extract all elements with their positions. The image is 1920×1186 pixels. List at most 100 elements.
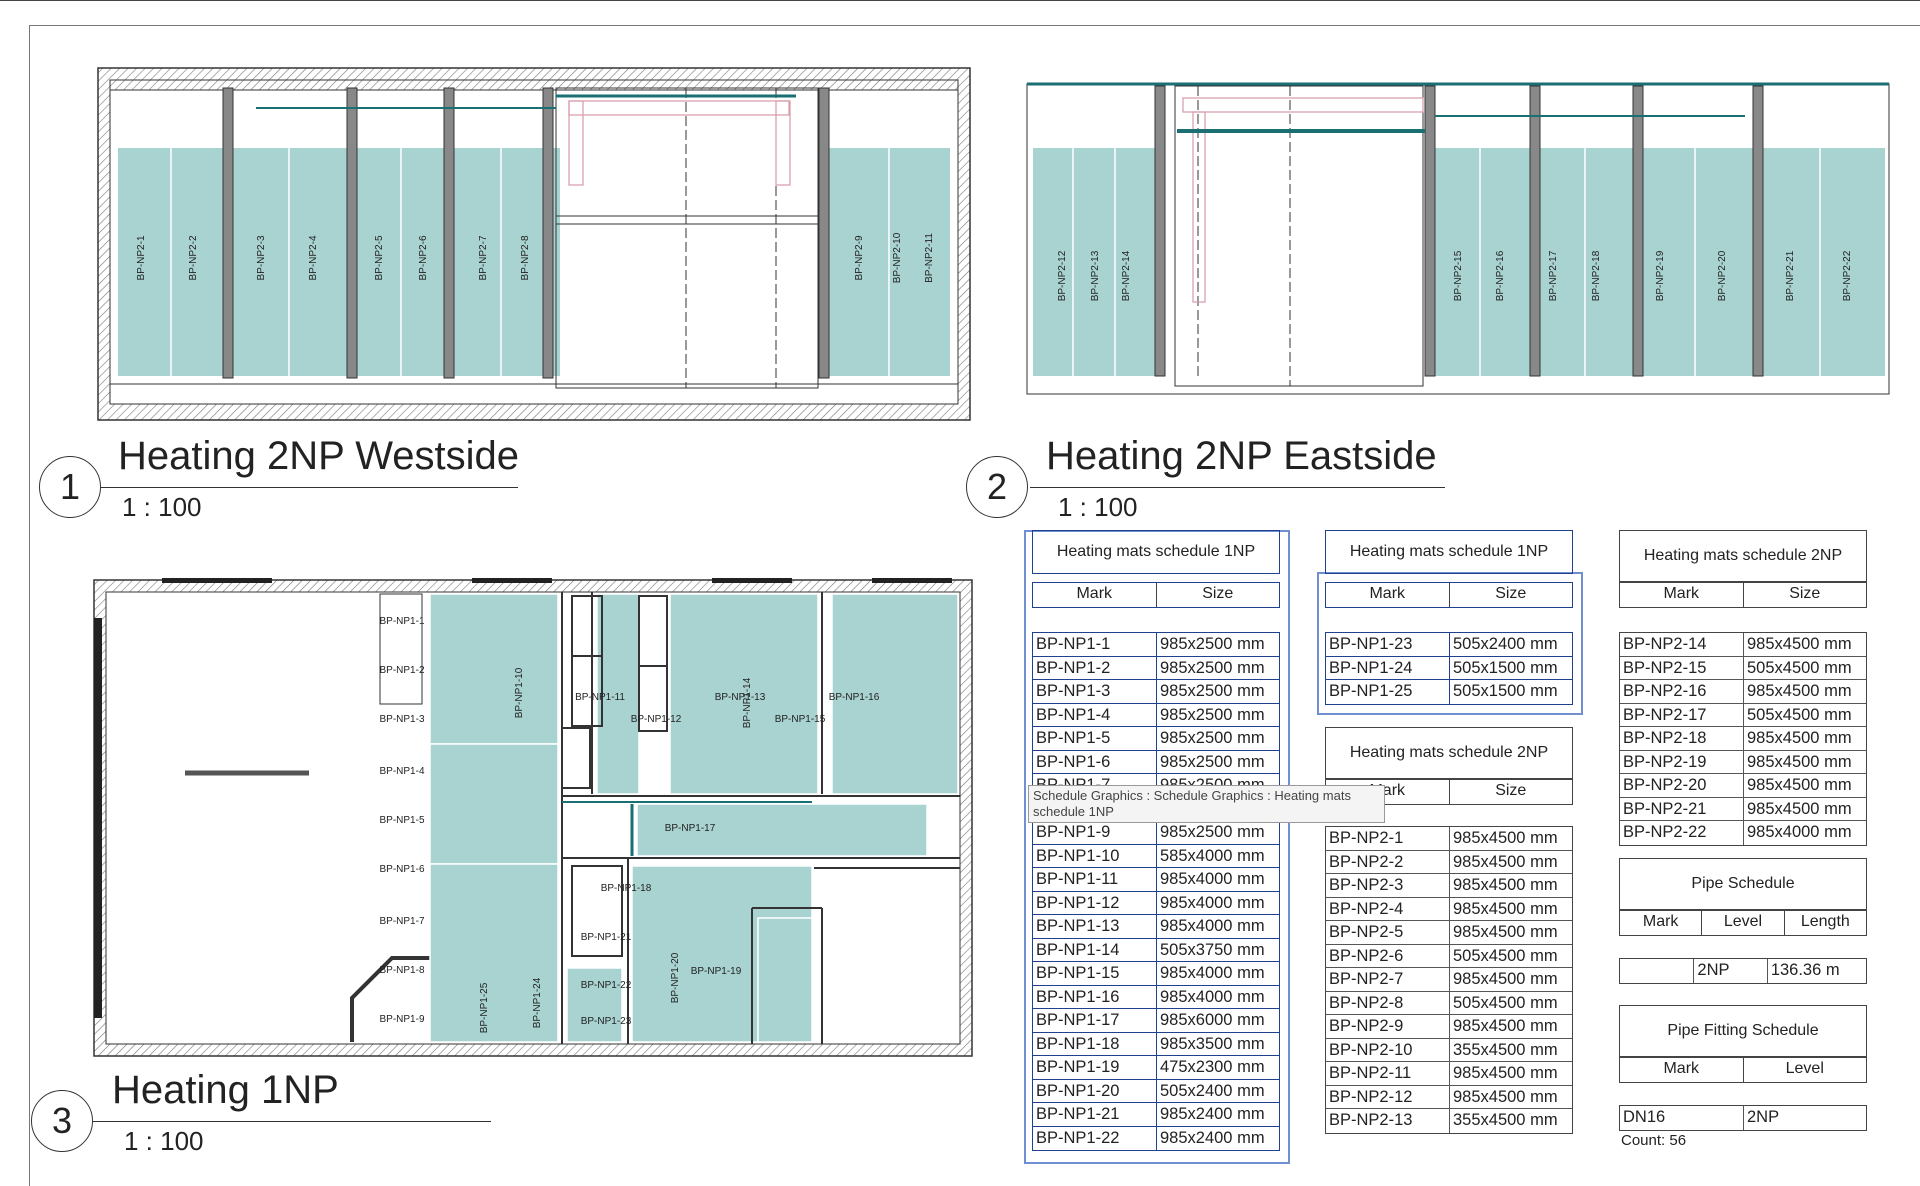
schedule-row[interactable]: BP-NP1-12 985x4000 mm [1033,891,1279,915]
schedule-cell: BP-NP1-5 [1036,729,1111,747]
schedule-cell: 985x2500 mm [1156,633,1279,656]
heating-mats[interactable] [429,593,959,1043]
schedule-cell: BP-NP2-13 [1329,1111,1413,1129]
mat-label: BP-NP2-22 [1842,250,1853,301]
schedule-row[interactable]: BP-NP2-9 985x4500 mm [1326,1015,1572,1039]
title-underline [100,487,518,488]
schedule-cell: 985x2500 mm [1156,680,1279,703]
mat-label: BP-NP2-1 [136,235,147,280]
mat-label: BP-NP2-12 [1057,250,1068,301]
schedule-cell: BP-NP2-9 [1329,1017,1404,1035]
heating-mat-area[interactable] [1430,148,1885,376]
schedule-cell: BP-NP1-20 [1036,1081,1120,1100]
heating-mat-area[interactable] [1033,148,1163,376]
schedule-cell: 505x4500 mm [1449,991,1572,1014]
schedule-cell: 985x2500 mm [1156,703,1279,726]
stair-area [555,87,819,389]
schedule-cell: BP-NP1-25 [1329,682,1413,700]
view-title-1np[interactable]: Heating 1NP [112,1068,339,1112]
schedule-cell: 985x4500 mm [1449,921,1572,944]
schedule-row[interactable]: BP-NP1-13 985x4000 mm [1033,915,1279,939]
mat-label: BP-NP2-11 [924,233,935,283]
view-title-westside[interactable]: Heating 2NP Westside [118,434,519,478]
mat-label: BP-NP2-5 [374,235,385,280]
schedule-cell: 985x4500 mm [1449,1062,1572,1085]
mat-label: BP-NP1-9 [379,1014,424,1025]
walls-interior [561,592,960,1044]
schedule-cell: BP-NP1-16 [1036,987,1120,1006]
schedule-cell: 985x4000 mm [1156,891,1279,914]
mat-label: BP-NP1-10 [514,667,525,718]
schedule-cell: BP-NP2-7 [1329,970,1404,988]
schedule-cell: BP-NP1-6 [1036,752,1111,771]
schedule-cell: 985x2500 mm [1156,727,1279,750]
schedule-cell: BP-NP1-15 [1036,964,1120,982]
schedule-row[interactable]: BP-NP1-5 985x2500 mm [1033,727,1279,751]
mat-label: BP-NP2-15 [1453,250,1464,301]
schedule-cell: BP-NP1-12 [1036,893,1120,912]
schedule-title: Heating mats schedule 1NP [1325,530,1573,574]
schedule-cell: 136.36 m [1766,959,1866,983]
mat-label: BP-NP1-21 [581,932,632,943]
schedule-title: Heating mats schedule 1NP [1032,530,1280,574]
mat-label: BP-NP1-22 [581,980,632,991]
schedule-cell: 985x4000 mm [1156,915,1279,938]
view-1np[interactable]: BP-NP1-1BP-NP1-2BP-NP1-3BP-NP1-4BP-NP1-5… [92,578,976,1060]
schedule-cell: 985x4500 mm [1449,1015,1572,1038]
view-title-eastside[interactable]: Heating 2NP Eastside [1046,434,1437,478]
schedule-cell: 505x2400 mm [1449,633,1572,656]
schedule-cell: BP-NP1-13 [1036,917,1120,935]
schedule-cell: BP-NP2-19 [1623,752,1707,771]
schedule-cell: 505x4500 mm [1449,944,1572,967]
heating-mat-area[interactable] [118,148,560,376]
